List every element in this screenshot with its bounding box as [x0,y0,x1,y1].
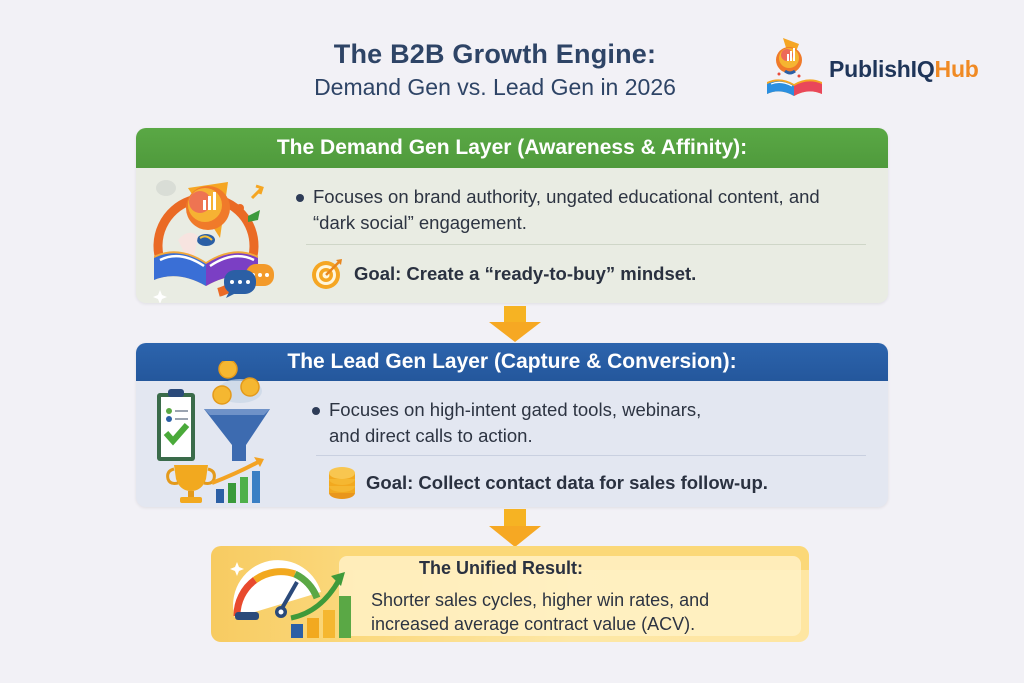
down-arrow-icon [489,509,541,547]
page-subtitle: Demand Gen vs. Lead Gen in 2026 [314,74,676,100]
lead-gen-title: The Lead Gen Layer (Capture & Conversion… [136,343,888,381]
clipboard-funnel-trophy-icon [157,361,270,503]
lead-gen-bullet: Focuses on high-intent gated tools, webi… [312,397,701,449]
speedometer-growth-chart-icon [230,560,351,638]
bullet-icon [312,407,320,415]
demand-gen-bullet: Focuses on brand authority, ungated educ… [296,184,820,236]
coin-stack-icon [329,467,355,499]
page-title: The B2B Growth Engine: [333,39,657,69]
unified-result-text: Shorter sales cycles, higher win rates, … [371,588,709,636]
lead-gen-bullet-line2: and direct calls to action. [329,425,533,446]
lightbulb-book-icon [767,38,822,96]
unified-result-line1: Shorter sales cycles, higher win rates, … [371,590,710,610]
demand-gen-goal: Goal: Create a “ready-to-buy” mindset. [310,254,696,294]
brand-name: PublishIQHub [829,55,979,82]
lead-gen-goal-text: Goal: Collect contact data for sales fol… [366,472,768,493]
demand-gen-divider [306,244,866,245]
lead-gen-goal: Goal: Collect contact data for sales fol… [328,463,768,503]
unified-result-title: The Unified Result: [418,558,583,578]
down-arrow-icon [489,306,541,342]
demand-gen-bullet-line2: “dark social” engagement. [313,212,527,233]
target-icon [312,259,342,289]
demand-gen-card: The Demand Gen Layer (Awareness & Affini… [136,128,888,303]
demand-gen-title: The Demand Gen Layer (Awareness & Affini… [136,128,888,168]
lead-gen-card: The Lead Gen Layer (Capture & Conversion… [136,343,888,507]
brand-logo: PublishIQHub [765,33,995,105]
title-block: The B2B Growth Engine: Demand Gen vs. Le… [270,38,720,102]
lightbulb-book-chat-icon [153,180,274,303]
lead-gen-bullet-line1: Focuses on high-intent gated tools, webi… [329,399,702,420]
unified-result-card: The Unified Result: Shorter sales cycles… [211,546,809,642]
demand-gen-bullet-line1: Focuses on brand authority, ungated educ… [313,186,820,207]
bullet-icon [296,194,304,202]
lead-gen-divider [316,455,866,456]
unified-result-line2: increased average contract value (ACV). [371,614,696,634]
demand-gen-goal-text: Goal: Create a “ready-to-buy” mindset. [354,263,697,284]
